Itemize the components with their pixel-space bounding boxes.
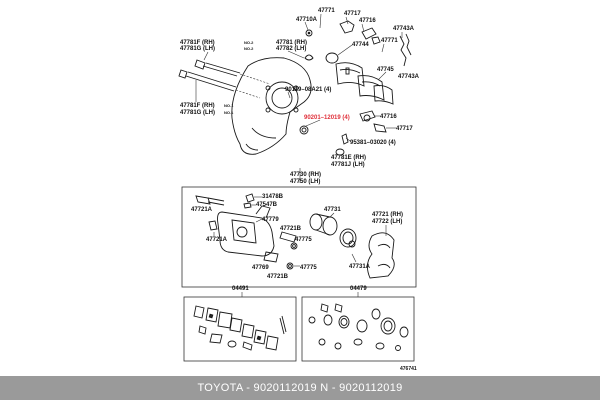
spring-47743a <box>399 33 412 67</box>
label-47781g-note: NO.2 <box>244 46 254 51</box>
label-47721a-1: 47721A <box>191 207 213 213</box>
parts-diagram: 47771 47717 47710A 47716 47743A 47781F (… <box>178 8 420 372</box>
label-47779: 47779 <box>262 217 279 223</box>
shim-47744 <box>325 44 353 64</box>
label-47769: 47769 <box>252 265 269 271</box>
label-note-no1b: NO.1 <box>224 110 234 115</box>
label-47717: 47717 <box>344 11 361 17</box>
label-47781f-low: 47781F (RH) <box>180 103 215 109</box>
label-47731a: 47731A <box>349 264 371 270</box>
label-47716b: 47716 <box>380 114 397 120</box>
label-47743a-top: 47743A <box>393 26 415 32</box>
label-note-no1a: NO.1 <box>224 103 234 108</box>
label-47744: 47744 <box>352 42 369 48</box>
label-47710a: 47710A <box>296 17 318 23</box>
kit-04479-box <box>301 296 415 362</box>
label-47781f-rh: 47781F (RH) <box>180 40 215 46</box>
bolt-47781e <box>335 148 345 156</box>
label-47717b: 47717 <box>396 126 413 132</box>
label-47781g-low: 47781G (LH) <box>180 110 215 116</box>
bolt-47721a-upper <box>195 195 225 206</box>
label-47781g-lh: 47781G (LH) <box>180 46 215 52</box>
cap-47547b <box>243 202 256 209</box>
clip-47717-top <box>339 20 355 34</box>
bolt-47721a-lower <box>208 220 218 236</box>
kit-04491-parts <box>193 305 287 351</box>
label-47730-rh: 47730 (RH) <box>290 172 321 178</box>
label-47782-lh: 47782 (LH) <box>276 46 306 52</box>
figure-code: 476741 <box>400 366 417 372</box>
boot-47775a <box>290 242 298 250</box>
label-90201-highlight: 90201–12019 (4) <box>304 115 350 121</box>
clip-47710a <box>305 29 313 37</box>
pin-95381 <box>341 133 351 145</box>
bolt-90201 <box>299 119 321 135</box>
clip-47716 <box>361 27 381 45</box>
label-95381: 95381–03020 (4) <box>350 140 396 146</box>
bolt-47781f-lower <box>178 69 261 102</box>
label-47716: 47716 <box>359 18 376 24</box>
label-47721a-2: 47721A <box>206 237 228 243</box>
label-47781e: 47781E (RH) <box>331 155 366 161</box>
clip-47716b <box>359 110 380 122</box>
label-47771: 47771 <box>318 8 335 14</box>
caliper-bracket-47721 <box>367 225 395 279</box>
label-04491: 04491 <box>232 286 249 292</box>
clip-47717b <box>373 123 396 133</box>
kit-04491-box <box>183 296 297 362</box>
seal-47731a <box>339 228 357 263</box>
caliper-assembly-box <box>181 186 417 288</box>
label-04479: 04479 <box>350 286 367 292</box>
clip-47781 <box>287 50 314 61</box>
label-47731: 47731 <box>324 207 341 213</box>
kit-04479-parts <box>308 303 409 351</box>
pad-47745-b <box>357 75 385 101</box>
label-47750-lh: 47750 (LH) <box>290 179 320 185</box>
piston-47731 <box>309 212 338 236</box>
part-number-footer: TOYOTA - 9020112019 N - 9020112019 <box>0 376 600 400</box>
shim-47745-c <box>373 85 394 105</box>
label-47771b: 47771 <box>381 38 398 44</box>
label-47775-b: 47775 <box>300 265 317 271</box>
label-47547b: 47547B <box>256 202 278 208</box>
label-47721-rh: 47721 (RH) <box>372 212 403 218</box>
dust-shield <box>231 57 312 155</box>
label-47743a-b: 47743A <box>398 74 420 80</box>
bleeder-31478b <box>245 193 262 203</box>
pad-47745-a <box>335 62 365 87</box>
label-47781j: 47781J (LH) <box>331 162 365 168</box>
pin-47721b <box>279 231 297 243</box>
boot-47775b <box>286 262 300 270</box>
label-47721b-2: 47721B <box>267 274 289 280</box>
label-47722-lh: 47722 (LH) <box>372 219 402 225</box>
label-47721b: 47721B <box>280 226 302 232</box>
pin-47769 <box>263 251 279 263</box>
label-47781f-note: NO.2 <box>244 40 254 45</box>
label-47781-rh: 47781 (RH) <box>276 40 307 46</box>
label-31478b: 31478B <box>262 194 284 200</box>
label-47775-a: 47775 <box>295 237 312 243</box>
bolt-47781f-upper <box>194 51 271 85</box>
label-90119: 90119–08A21 (4) <box>285 87 331 93</box>
caliper-body <box>217 205 275 257</box>
label-47745: 47745 <box>377 67 394 73</box>
